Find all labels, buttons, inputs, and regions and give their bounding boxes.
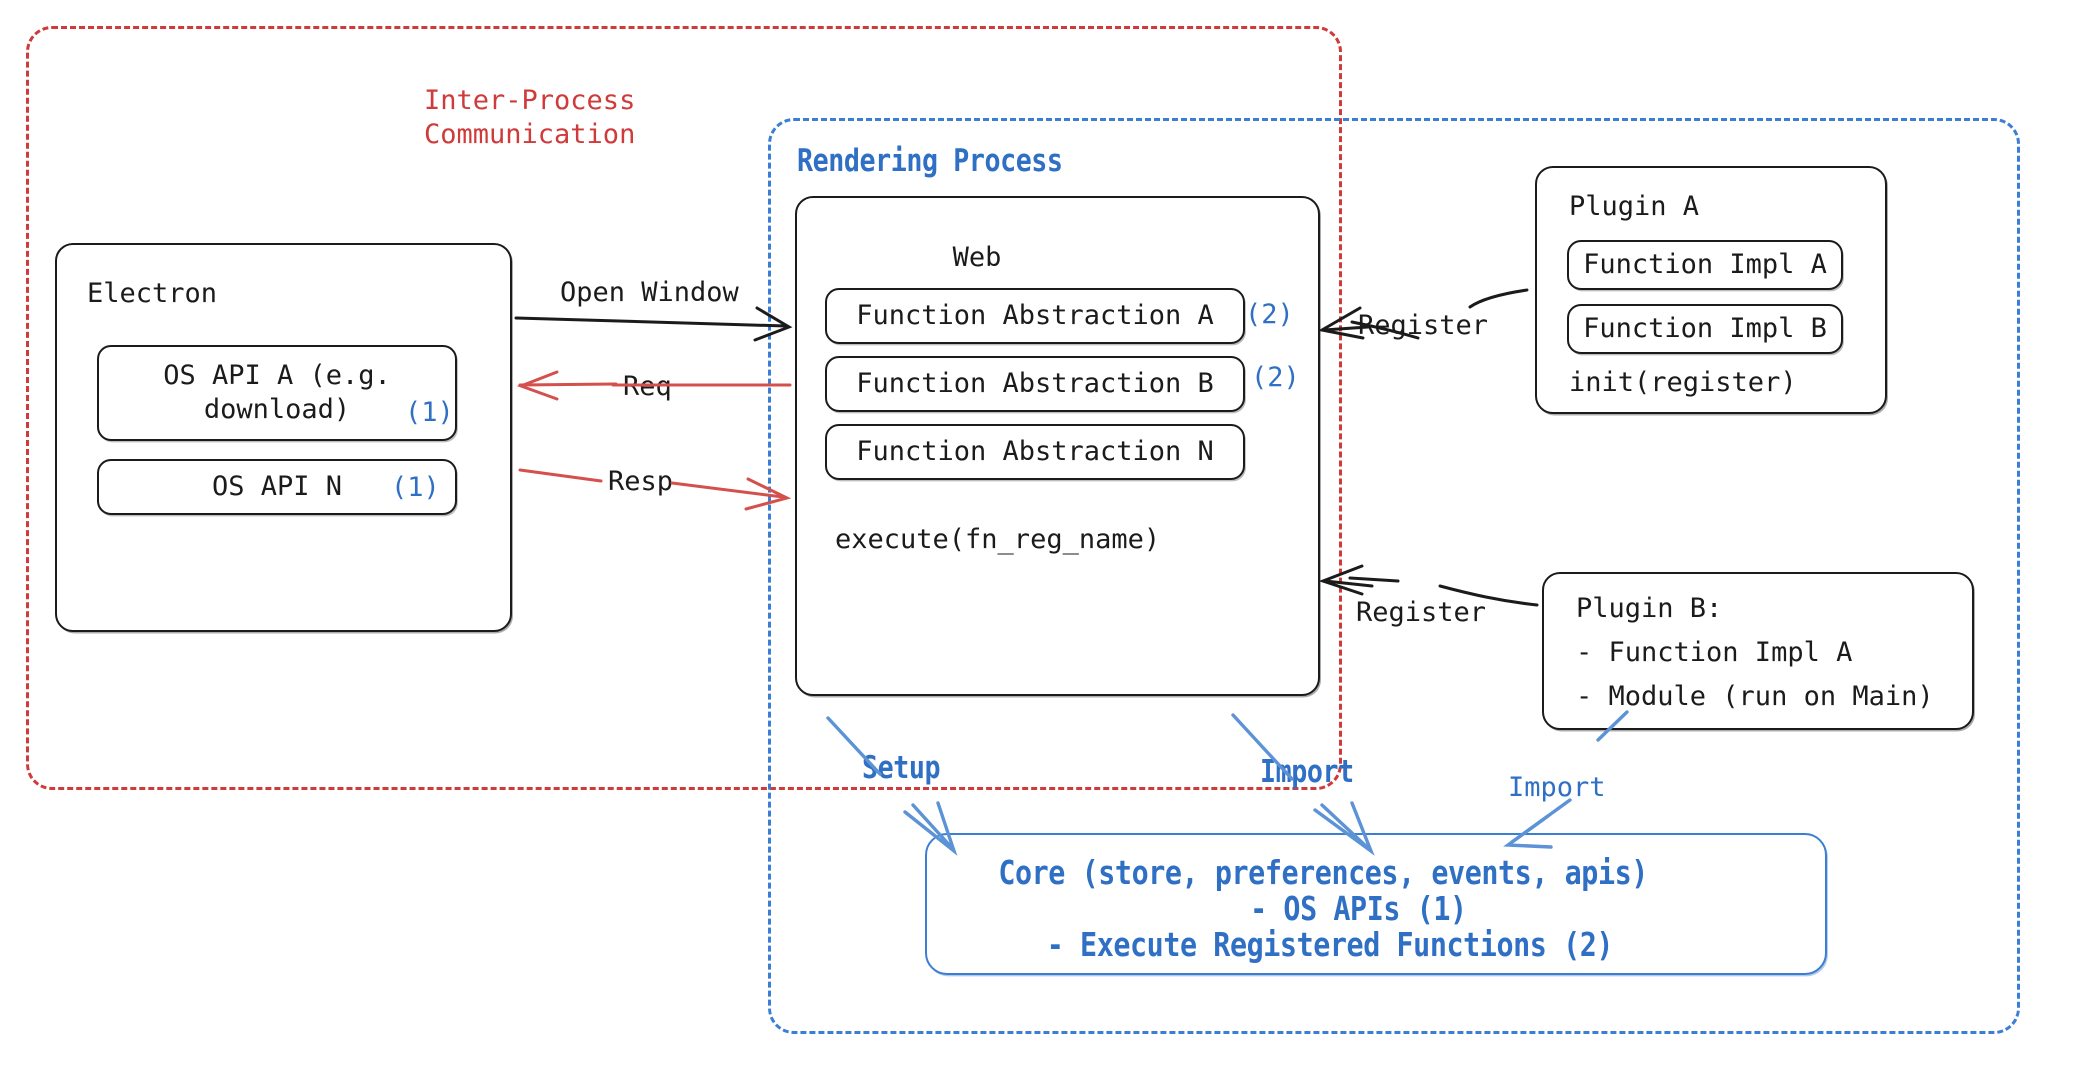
electron-box[interactable]: Electron OS API A (e.g.download) (1) OS … <box>55 243 512 632</box>
edge-label-import-web: Import <box>1260 754 1354 790</box>
function-abstraction-b-marker: (2) <box>1251 362 1300 393</box>
edge-label-open-window: Open Window <box>560 277 739 308</box>
plugin-a-function-impl-b-box[interactable]: Function Impl B <box>1567 304 1843 354</box>
electron-title: Electron <box>87 278 218 309</box>
function-abstraction-n-label: Function Abstraction N <box>856 436 1214 467</box>
function-abstraction-n-box[interactable]: Function Abstraction N <box>825 424 1245 480</box>
plugin-b-box[interactable]: Plugin B: - Function Impl A - Module (ru… <box>1542 572 1974 730</box>
plugin-a-function-impl-a-box[interactable]: Function Impl A <box>1567 240 1843 290</box>
group-label-ipc-line1: Inter-Process <box>424 85 636 116</box>
plugin-b-item-function-impl-a: - Function Impl A <box>1576 637 1853 668</box>
edge-label-resp: Resp <box>608 466 674 497</box>
web-box[interactable]: Web Function Abstraction A (2) Function … <box>795 196 1320 696</box>
plugin-a-title: Plugin A <box>1569 191 1700 222</box>
function-abstraction-a-label: Function Abstraction A <box>856 300 1214 331</box>
plugin-a-init-label: init(register) <box>1569 367 1797 398</box>
group-inter-process-communication <box>26 26 1342 790</box>
os-api-n-label: OS API N <box>211 471 343 502</box>
edge-label-import-plugin: Import <box>1508 772 1606 803</box>
edge-label-req: Req <box>623 371 672 402</box>
core-line-3: - Execute Registered Functions (2) <box>1046 925 1614 964</box>
plugin-b-item-module: - Module (run on Main) <box>1576 681 1934 712</box>
group-rendering-process <box>768 118 2020 1034</box>
os-api-a-label: OS API A (e.g.download) <box>163 360 391 425</box>
plugin-a-box[interactable]: Plugin A Function Impl A Function Impl B… <box>1535 166 1887 414</box>
function-abstraction-b-box[interactable]: Function Abstraction B <box>825 356 1245 412</box>
os-api-n-box[interactable]: OS API N <box>97 459 457 515</box>
plugin-a-function-impl-a-label: Function Impl A <box>1583 249 1827 280</box>
function-abstraction-b-label: Function Abstraction B <box>856 368 1214 399</box>
os-api-a-marker: (1) <box>405 397 454 428</box>
function-abstraction-a-marker: (2) <box>1245 299 1294 330</box>
edge-label-register-b: Register <box>1356 597 1487 628</box>
web-title: Web <box>952 242 1002 273</box>
group-label-rendering-process: Rendering Process <box>797 143 1063 179</box>
edge-label-setup: Setup <box>862 750 941 786</box>
plugin-b-title: Plugin B: <box>1576 593 1723 624</box>
core-line-2: - OS APIs (1) <box>1250 889 1467 928</box>
plugin-a-function-impl-b-label: Function Impl B <box>1583 313 1827 344</box>
group-label-ipc-line2: Communication <box>424 119 636 150</box>
web-execute-label: execute(fn_reg_name) <box>835 524 1161 555</box>
core-box[interactable]: Core (store, preferences, events, apis) … <box>925 833 1827 975</box>
os-api-n-marker: (1) <box>391 472 440 503</box>
edge-label-register-a: Register <box>1358 310 1489 341</box>
os-api-a-box[interactable]: OS API A (e.g.download) <box>97 345 457 441</box>
core-line-1: Core (store, preferences, events, apis) <box>998 853 1648 892</box>
function-abstraction-a-box[interactable]: Function Abstraction A <box>825 288 1245 344</box>
